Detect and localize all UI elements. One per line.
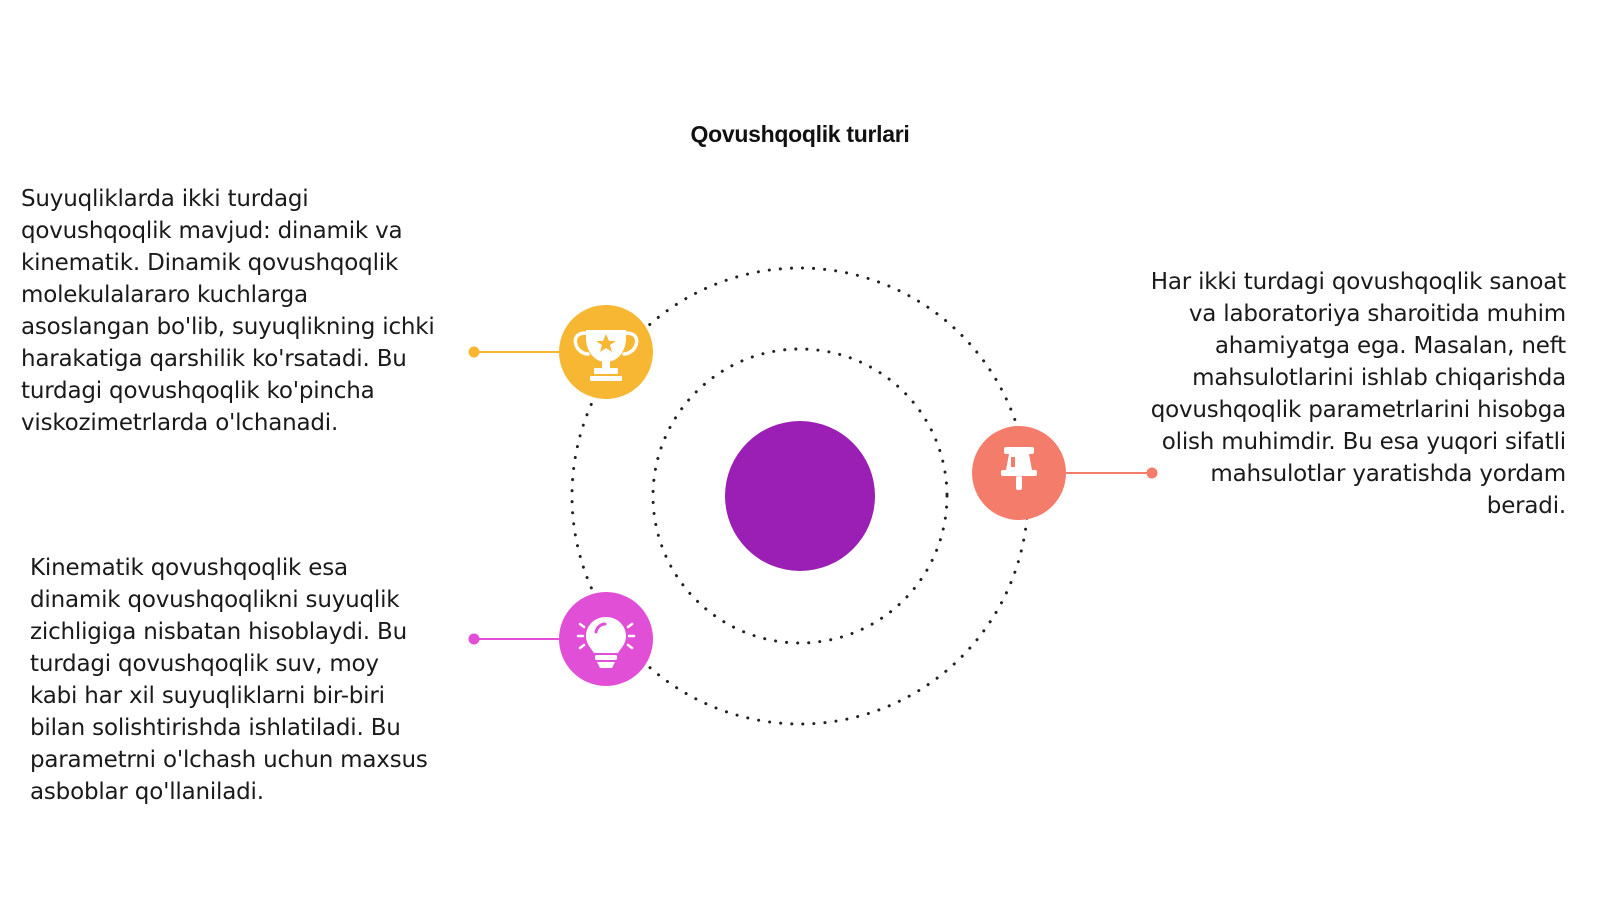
trophy-connector-dot [468,346,480,358]
text-block-kinematic: Kinematik qovushqoqlik esa dinamik qovus… [30,555,428,805]
bulb-connector-dot [468,633,480,645]
text-block-importance: Har ikki turdagi qovushqoqlik sanoat va … [1150,269,1567,519]
trophy-node [559,305,653,399]
pin-node [972,426,1066,520]
inner-ring [651,347,949,645]
bulb-node [559,592,653,686]
pin-icon [1001,447,1037,490]
pin-connector-dot [1146,467,1158,479]
text-block-dynamic: Suyuqliklarda ikki turdagi qovushqoqlik … [21,186,435,436]
lightbulb-icon [576,617,636,668]
center-circle [725,421,875,571]
trophy-icon [573,330,639,381]
diagram-title: Qovushqoqlik turlari [690,121,910,147]
